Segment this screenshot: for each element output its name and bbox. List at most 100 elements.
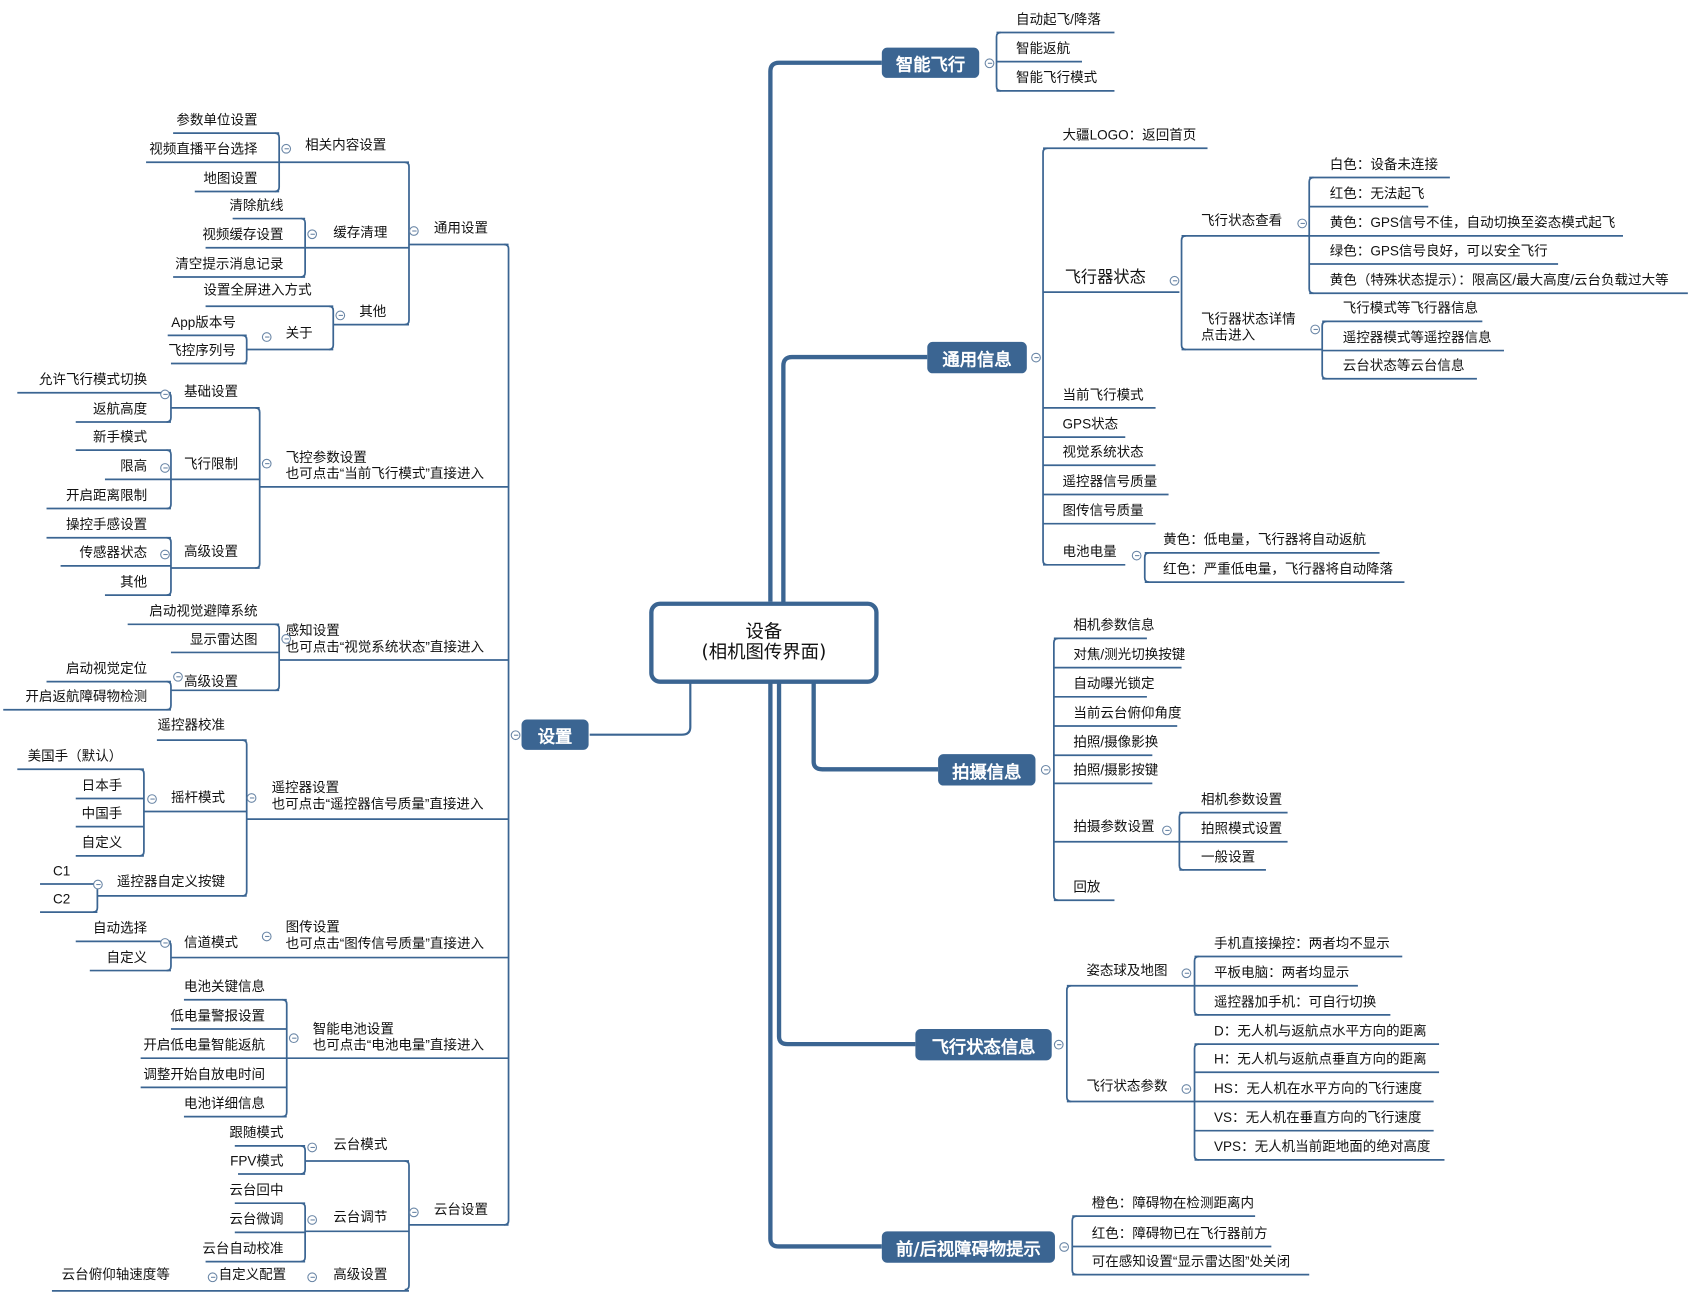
leaf-perception-advanced: 启动视觉定位 xyxy=(65,661,148,677)
branch-battery[interactable]: 电池电量 xyxy=(1062,544,1117,560)
sub-fc-advanced[interactable]: 高级设置 xyxy=(183,544,239,560)
collapse-toggle-icon[interactable] xyxy=(1059,1242,1070,1252)
branch-shooting-params[interactable]: 拍摄参数设置 xyxy=(1073,819,1155,835)
collapse-toggle-icon[interactable] xyxy=(261,332,272,342)
leaf-gimbal-adjust: 云台微调 xyxy=(229,1211,284,1227)
collapse-toggle-icon[interactable] xyxy=(1297,218,1308,229)
collapse-toggle-icon[interactable] xyxy=(510,730,521,741)
collapse-toggle-icon[interactable] xyxy=(307,1272,318,1283)
sub-channel-mode[interactable]: 信道模式 xyxy=(183,934,239,950)
collapse-toggle-icon[interactable] xyxy=(207,1272,218,1283)
bracket xyxy=(1180,235,1186,351)
branch-flight-params[interactable]: 飞行状态参数 xyxy=(1086,1078,1168,1094)
collapse-toggle-icon[interactable] xyxy=(1053,1039,1064,1050)
branch-general[interactable]: 通用设置 xyxy=(433,220,488,236)
leaf-battery-setting: 电池关键信息 xyxy=(183,979,266,995)
leaf-smart-flight: 智能飞行模式 xyxy=(1015,70,1098,86)
branch-aircraft-status[interactable]: 飞行器状态 xyxy=(1064,268,1146,287)
leaf-playback: 回放 xyxy=(1073,879,1101,895)
root-node[interactable]: 设备 (相机图传界面) xyxy=(649,601,879,684)
collapse-toggle-icon[interactable] xyxy=(288,1033,299,1044)
collapse-toggle-icon[interactable] xyxy=(1181,1084,1192,1094)
branch-flight-status-view[interactable]: 飞行状态查看 xyxy=(1201,213,1283,229)
branch-remote-control[interactable]: 遥控器设置也可点击“遥控器信号质量”直接进入 xyxy=(272,780,484,812)
node-smart-flight[interactable]: 智能飞行 xyxy=(881,47,980,78)
trunk-obstacle xyxy=(768,675,882,1249)
sub-basic[interactable]: 基础设置 xyxy=(183,384,239,400)
leaf-about: 飞控序列号 xyxy=(168,342,236,359)
collapse-toggle-icon[interactable] xyxy=(281,634,292,644)
collapse-toggle-icon[interactable] xyxy=(307,1215,318,1225)
collapse-toggle-icon[interactable] xyxy=(1131,550,1142,561)
node-settings[interactable]: 设置 xyxy=(521,719,589,750)
sub-gimbal-mode[interactable]: 云台模式 xyxy=(333,1137,388,1153)
sub-cache[interactable]: 缓存清理 xyxy=(333,225,388,241)
collapse-toggle-icon[interactable] xyxy=(1162,825,1172,836)
node-obstacle[interactable]: 前/后视障碍物提示 xyxy=(881,1231,1055,1263)
collapse-toggle-icon[interactable] xyxy=(261,931,272,942)
collapse-toggle-icon[interactable] xyxy=(160,549,170,560)
leaf-flight-param: VPS：无人机当前距地面的绝对高度 xyxy=(1214,1139,1431,1155)
sub-perception-advanced[interactable]: 高级设置 xyxy=(183,674,239,690)
leaf-gimbal-adjust: 云台回中 xyxy=(229,1182,284,1198)
sub-gimbal-adjust[interactable]: 云台调节 xyxy=(333,1209,388,1225)
leaf-obstacle: 红色：障碍物已在飞行器前方 xyxy=(1091,1225,1268,1242)
collapse-toggle-icon[interactable] xyxy=(1040,764,1051,775)
leaf-attitude: 遥控器加手机：可自行切换 xyxy=(1214,994,1377,1010)
collapse-toggle-icon[interactable] xyxy=(1310,324,1321,335)
collapse-toggle-icon[interactable] xyxy=(307,229,318,240)
collapse-toggle-icon[interactable] xyxy=(147,794,157,804)
collapse-toggle-icon[interactable] xyxy=(246,793,257,803)
bracket xyxy=(328,305,335,351)
collapse-toggle-icon[interactable] xyxy=(984,58,995,69)
sub-limit[interactable]: 飞行限制 xyxy=(183,456,239,472)
sub-gimbal-advanced[interactable]: 高级设置 xyxy=(333,1267,388,1283)
collapse-toggle-icon[interactable] xyxy=(160,938,170,948)
leaf-flight-param: HS：无人机在水平方向的飞行速度 xyxy=(1214,1080,1423,1097)
branch-video-transmission-title: 图传设置 xyxy=(285,919,340,935)
sub-other[interactable]: 其他 xyxy=(359,304,387,320)
leaf-stick-mode: 自定义 xyxy=(81,835,123,851)
collapse-toggle-icon[interactable] xyxy=(160,389,170,400)
leaf-general-info: 当前飞行模式 xyxy=(1062,387,1144,403)
node-general-info[interactable]: 通用信息 xyxy=(927,341,1027,374)
collapse-toggle-icon[interactable] xyxy=(173,671,183,682)
sub-about[interactable]: 关于 xyxy=(285,325,313,341)
branch-attitude-map[interactable]: 姿态球及地图 xyxy=(1086,962,1168,979)
leaf-battery-setting: 低电量警报设置 xyxy=(170,1008,266,1024)
bracket xyxy=(242,739,248,897)
collapse-toggle-icon[interactable] xyxy=(408,226,419,236)
branch-smart-battery-title: 智能电池设置 xyxy=(312,1021,394,1037)
branch-flight-control[interactable]: 飞控参数设置也可点击“当前飞行模式”直接进入 xyxy=(286,450,484,482)
leaf-battery-color: 红色：严重低电量，飞行器将自动降落 xyxy=(1163,561,1394,577)
collapse-toggle-icon[interactable] xyxy=(1181,968,1192,979)
node-flight-status[interactable]: 飞行状态信息 xyxy=(915,1028,1052,1061)
branch-video-transmission[interactable]: 图传设置也可点击“图传信号质量”直接进入 xyxy=(286,920,484,952)
sub-custom-config[interactable]: 自定义配置 xyxy=(218,1267,287,1283)
collapse-toggle-icon[interactable] xyxy=(408,1207,419,1218)
collapse-toggle-icon[interactable] xyxy=(335,310,346,321)
collapse-toggle-icon[interactable] xyxy=(1169,275,1180,286)
branch-perception[interactable]: 感知设置也可点击“视觉系统状态”直接进入 xyxy=(286,623,484,655)
collapse-toggle-icon[interactable] xyxy=(93,879,103,890)
collapse-toggle-icon[interactable] xyxy=(307,1142,318,1153)
sub-custom-keys[interactable]: 遥控器自定义按键 xyxy=(116,874,226,890)
branch-smart-battery[interactable]: 智能电池设置也可点击“电池电量”直接进入 xyxy=(313,1021,484,1053)
collapse-toggle-icon[interactable] xyxy=(281,143,292,154)
collapse-toggle-icon[interactable] xyxy=(160,463,170,473)
collapse-toggle-icon[interactable] xyxy=(1031,352,1041,363)
bracket xyxy=(255,407,261,569)
sub-related[interactable]: 相关内容设置 xyxy=(305,137,387,153)
leaf-general-info: 图传信号质量 xyxy=(1062,503,1144,519)
sub-stick-mode[interactable]: 摇杆模式 xyxy=(170,789,226,806)
branch-gimbal[interactable]: 云台设置 xyxy=(433,1202,488,1218)
node-shooting-info[interactable]: 拍摄信息 xyxy=(938,754,1036,786)
leaf-battery-setting: 开启低电量智能返航 xyxy=(143,1037,266,1053)
branch-aircraft-detail[interactable]: 飞行器状态详情点击进入 xyxy=(1201,312,1296,344)
collapse-toggle-icon[interactable] xyxy=(261,458,272,469)
leaf-limit: 新手模式 xyxy=(93,429,148,445)
leaf-detail-info: 云台状态等云台信息 xyxy=(1342,358,1465,374)
branch-perception-title: 感知设置 xyxy=(285,623,340,639)
trunk-settings xyxy=(589,679,692,736)
